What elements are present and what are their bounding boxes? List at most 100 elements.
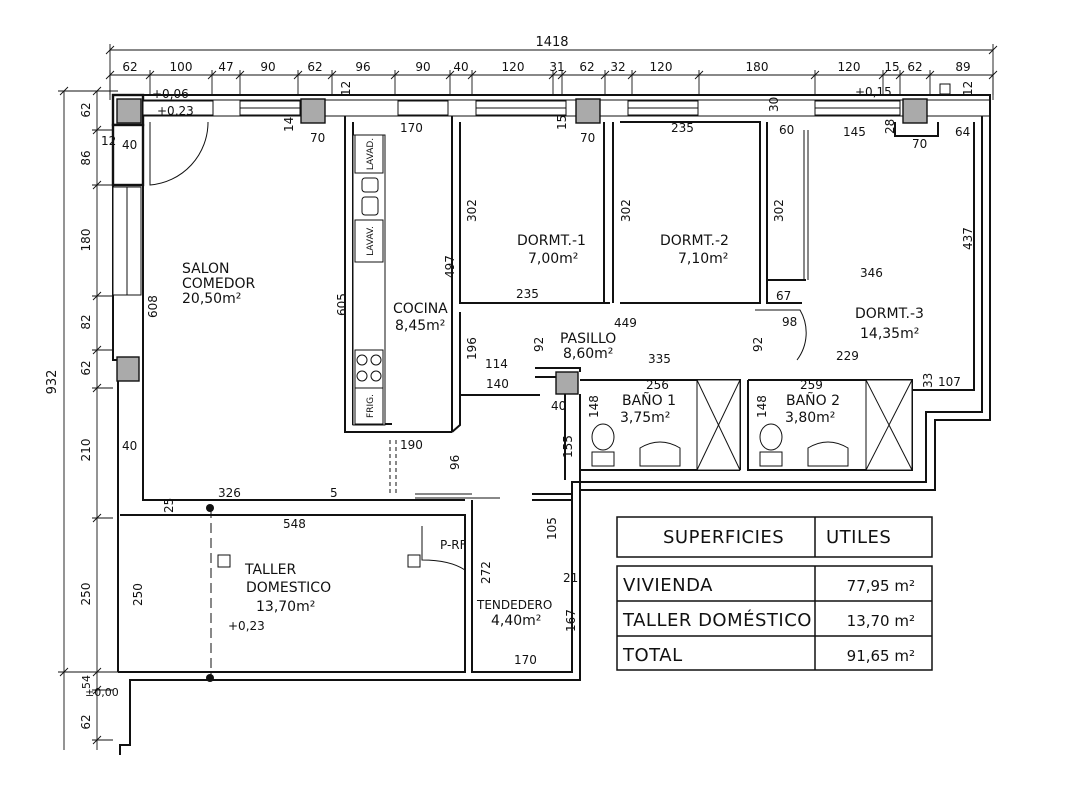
dim-overall-height: 932 — [45, 370, 60, 395]
dim-top-15: 15 — [884, 60, 899, 74]
dim-top-7: 40 — [453, 60, 468, 74]
dim-497: 497 — [443, 255, 457, 278]
dim-302b: 302 — [619, 199, 633, 222]
bano1-area: 3,75m² — [620, 410, 670, 426]
dim-top-17: 89 — [955, 60, 970, 74]
dorm3-area: 14,35m² — [860, 326, 919, 342]
dim-left-6: 250 — [79, 583, 93, 606]
dim-548: 548 — [283, 517, 306, 531]
dim-overall-width: 1418 — [535, 35, 568, 50]
dim-148a: 148 — [587, 395, 601, 418]
dim-top-6: 90 — [415, 60, 430, 74]
dim-25: 25 — [162, 498, 176, 513]
table-header-right: UTILES — [826, 527, 891, 548]
surface-table: SUPERFICIES UTILES VIVIENDA 77,95 m² TAL… — [616, 516, 933, 671]
dim-335: 335 — [648, 352, 671, 366]
table-row-label: VIVIENDA — [623, 575, 713, 596]
bano2-area: 3,80m² — [785, 410, 835, 426]
pillar-dot — [206, 674, 214, 682]
dorm3-name: DORMT.-3 — [855, 306, 924, 322]
bano1-name: BAÑO 1 — [622, 392, 676, 409]
label-frig: FRIG. — [366, 394, 376, 418]
tendedero-name: TENDEDERO — [476, 598, 552, 612]
table-row-value: 13,70 m² — [847, 612, 915, 630]
bathroom-fixtures — [591, 379, 913, 471]
taller-name1: TALLER — [244, 562, 296, 578]
dim-605: 605 — [335, 293, 349, 316]
top-dimension-chain: 1418 62 100 47 90 62 96 90 40 120 31 62 … — [105, 35, 998, 100]
dim-top-13: 180 — [746, 60, 769, 74]
dim-12b: 12 — [339, 81, 353, 96]
dim-top-0: 62 — [122, 60, 137, 74]
dim-top-5: 96 — [355, 60, 370, 74]
taller-level: +0,23 — [228, 619, 265, 633]
pasillo-area: 8,60m² — [563, 346, 613, 362]
dim-170a: 170 — [400, 121, 423, 135]
dim-top-3: 90 — [260, 60, 275, 74]
dim-70c: 70 — [912, 137, 927, 151]
cocina-area: 8,45m² — [395, 318, 445, 334]
dim-259: 259 — [800, 378, 823, 392]
dim-235a: 235 — [671, 121, 694, 135]
inner-dimensions: 12 40 14 70 170 15 70 235 30 60 145 28 7… — [101, 81, 975, 667]
dim-top-16: 62 — [907, 60, 922, 74]
column — [116, 356, 140, 382]
dim-96: 96 — [448, 455, 462, 470]
dim-92a: 92 — [532, 337, 546, 352]
dim-21: 21 — [563, 571, 578, 585]
dim-70a: 70 — [310, 131, 325, 145]
kitchen-counter: LAVAD. LAVAV. FRIG. — [352, 134, 386, 426]
dim-40c: 40 — [122, 439, 137, 453]
dim-top-14: 120 — [838, 60, 861, 74]
dim-167: 167 — [564, 609, 578, 632]
table-header-left: SUPERFICIES — [663, 527, 784, 548]
dim-30: 30 — [767, 97, 781, 112]
table-row-value: 91,65 m² — [847, 647, 915, 665]
vents — [217, 83, 951, 568]
salon-name1: SALON — [182, 261, 230, 277]
dim-left-0: 62 — [79, 102, 93, 117]
table-row-value: 77,95 m² — [847, 577, 915, 595]
dim-12c: 12 — [961, 81, 975, 96]
label-lavav: LAVAV. — [366, 226, 376, 256]
column — [116, 98, 142, 124]
dim-left-2: 180 — [79, 229, 93, 252]
dim-top-10: 62 — [579, 60, 594, 74]
salon-name2: COMEDOR — [182, 276, 256, 292]
table-row-label: TALLER DOMÉSTICO — [622, 609, 812, 631]
dim-105: 105 — [545, 517, 559, 540]
dim-left-1: 86 — [79, 150, 93, 165]
dim-148b: 148 — [755, 395, 769, 418]
dim-33: 33 — [921, 373, 935, 388]
level-l3: +0,15 — [855, 85, 892, 99]
dim-346: 346 — [860, 266, 883, 280]
level-l1: +0,06 — [152, 87, 189, 101]
dorm1-area: 7,00m² — [528, 251, 578, 267]
dim-12: 12 — [101, 134, 116, 148]
dim-67: 67 — [776, 289, 791, 303]
dim-left-3: 82 — [79, 314, 93, 329]
dim-28: 28 — [883, 119, 897, 134]
dim-40: 40 — [122, 138, 137, 152]
dim-107: 107 — [938, 375, 961, 389]
dim-top-9: 31 — [549, 60, 564, 74]
label-lavad: LAVAD. — [366, 138, 376, 170]
column — [902, 98, 928, 124]
bano2-name: BAÑO 2 — [786, 392, 840, 409]
dim-top-1: 100 — [170, 60, 193, 74]
cocina-name: COCINA — [393, 301, 448, 317]
taller-name2: DOMESTICO — [246, 580, 331, 596]
dim-top-4: 62 — [307, 60, 322, 74]
dim-449: 449 — [614, 316, 637, 330]
dim-40b: 40 — [551, 399, 566, 413]
dim-326: 326 — [218, 486, 241, 500]
level-marks: +0,06 +0,23 +0,15 — [152, 85, 892, 118]
dim-98: 98 — [782, 315, 797, 329]
tendedero-area: 4,40m² — [491, 613, 541, 629]
dim-170b: 170 — [514, 653, 537, 667]
dim-196: 196 — [465, 337, 479, 360]
doors — [149, 121, 809, 678]
dim-437: 437 — [961, 227, 975, 250]
room-labels: SALON COMEDOR 20,50m² COCINA 8,45m² DORM… — [182, 233, 924, 633]
dim-250: 250 — [131, 583, 145, 606]
